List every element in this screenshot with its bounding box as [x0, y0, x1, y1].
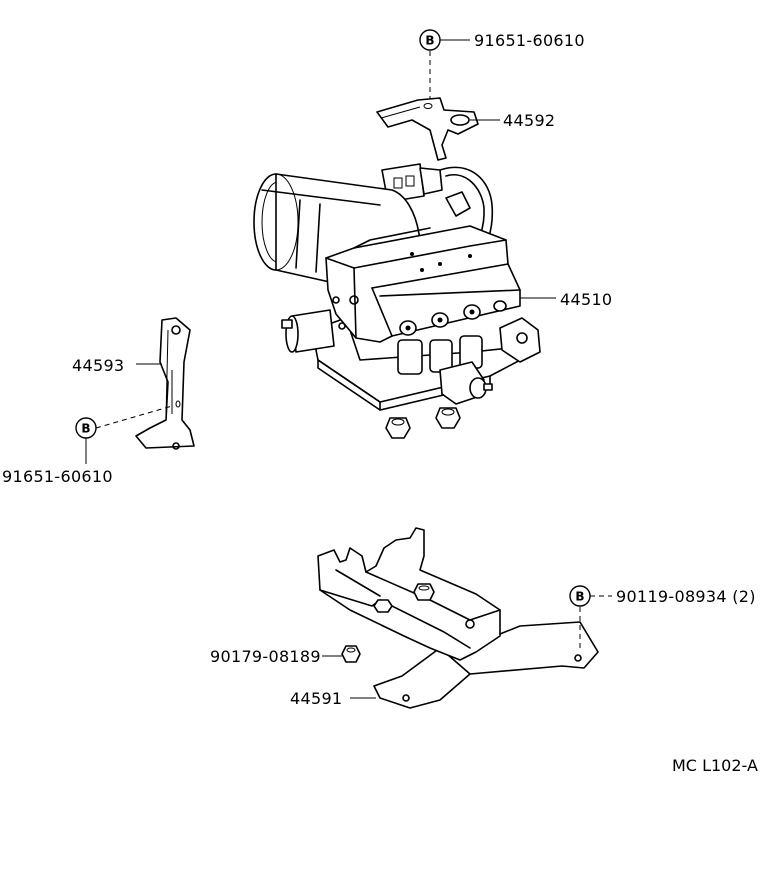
bolt-side-dashed-line — [95, 405, 173, 429]
actuator-assembly — [253, 163, 541, 439]
label-bracket-side: 44593 — [72, 356, 124, 375]
bracket-base — [317, 527, 599, 709]
bracket-side — [135, 317, 195, 450]
nut-base — [341, 645, 361, 663]
diagram-reference-code: MC L102-A — [672, 756, 758, 775]
label-actuator: 44510 — [560, 290, 612, 309]
label-bolt-top: 91651-60610 — [474, 31, 585, 50]
label-bracket-base: 44591 — [290, 689, 342, 708]
bolt-top-callout: B 91651-60610 — [419, 29, 585, 100]
bolt-side-callout: B 91651-60610 — [2, 405, 173, 486]
label-bracket-top: 44592 — [503, 111, 555, 130]
bolt-base-marker-letter: B — [575, 590, 584, 604]
label-nut-base: 90179-08189 — [210, 647, 321, 666]
bracket-top — [376, 97, 479, 161]
bolt-base-callout: B 90119-08934 (2) — [569, 585, 756, 650]
bolt-top-marker-letter: B — [425, 34, 434, 48]
label-bolt-side: 91651-60610 — [2, 467, 113, 486]
label-bolt-base: 90119-08934 (2) — [616, 587, 756, 606]
bolt-side-marker-letter: B — [81, 422, 90, 436]
